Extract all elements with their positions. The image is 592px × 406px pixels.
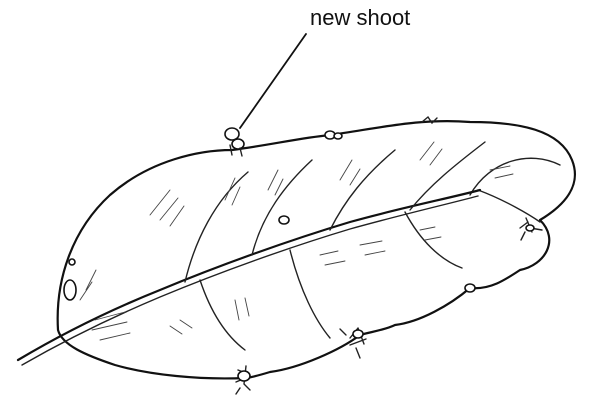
bud-bottom	[236, 366, 250, 394]
bud-top-left	[225, 128, 244, 156]
new-shoot-label: new shoot	[310, 5, 410, 30]
bud-lower-right	[465, 284, 475, 292]
bud-vein	[279, 216, 289, 224]
leaf-outline	[58, 121, 575, 378]
label-pointer-line	[240, 34, 306, 128]
bud-lower-middle	[340, 328, 366, 358]
shoot-buds	[64, 117, 542, 394]
bud-top-middle	[325, 131, 342, 139]
leaf-midrib	[18, 190, 480, 365]
leaf-veins	[185, 142, 485, 350]
